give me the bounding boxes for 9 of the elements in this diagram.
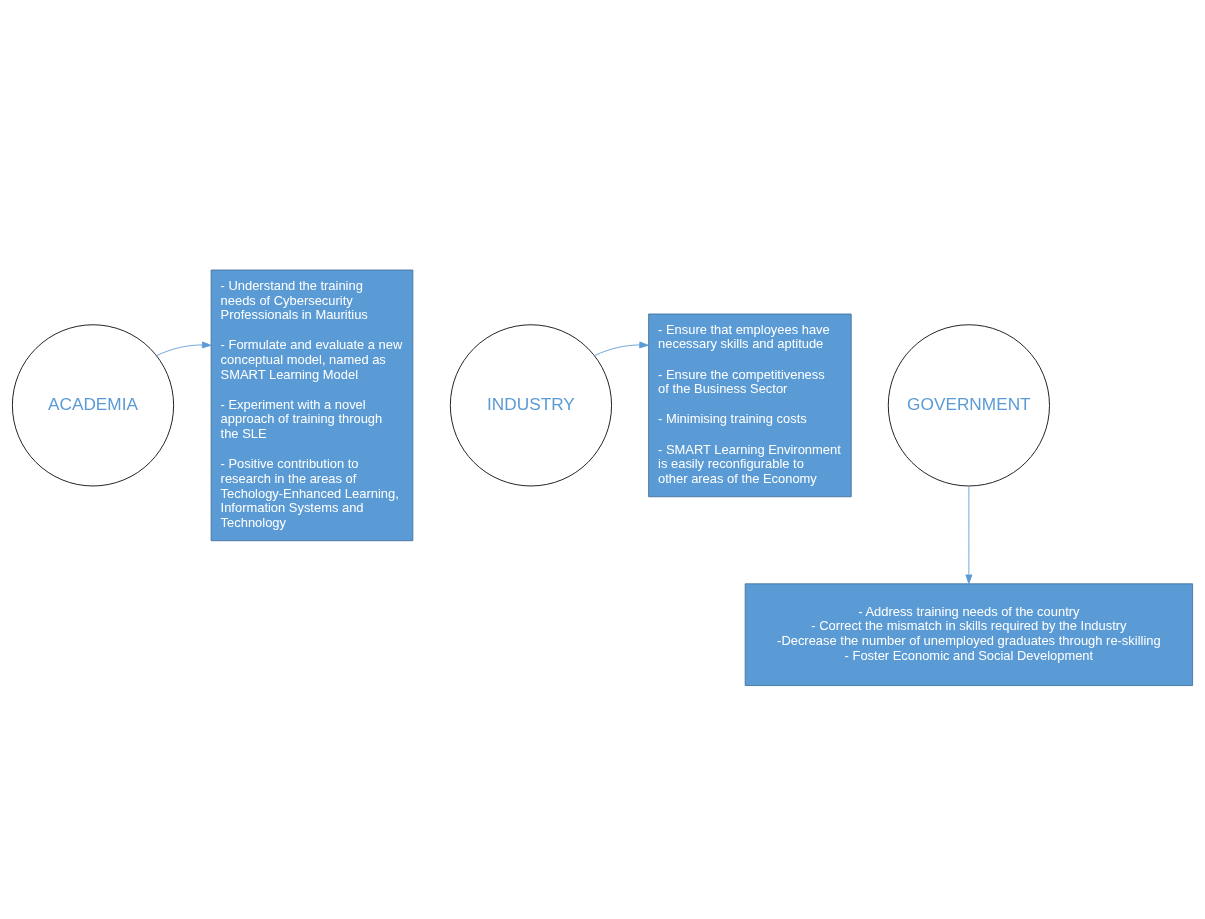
node-circle: INDUSTRY bbox=[449, 323, 612, 486]
node-circle: GOVERNMENT bbox=[887, 323, 1050, 486]
arrow bbox=[156, 341, 212, 356]
node-box: - Address training needs of the country - Correct the mismatch in skills required by the Industry -Decrease the number of unemployed graduates through re-skilling - Foster Economic and Social Development bbox=[744, 582, 1194, 686]
node-box: - Ensure that employees have necessary skills and aptitude - Ensure the competitiveness of the Business Sector - Minimising training costs - SMART Learning Environment is easily reconfigurable to other areas of the Economy bbox=[648, 313, 852, 497]
arrow bbox=[965, 485, 973, 584]
node-box: - Understand the training needs of Cybersecurity Professionals in Mauritius - Formulate and evaluate a new conceptual model, named as SMART Learning Model - Experiment with a novel approach of training through the SLE - Positive contribution to research in the areas of Techology-Enhanced Learning, Information Systems and Technology bbox=[210, 269, 414, 541]
node-circle: ACADEMIA bbox=[11, 323, 175, 486]
arrow bbox=[594, 341, 649, 356]
